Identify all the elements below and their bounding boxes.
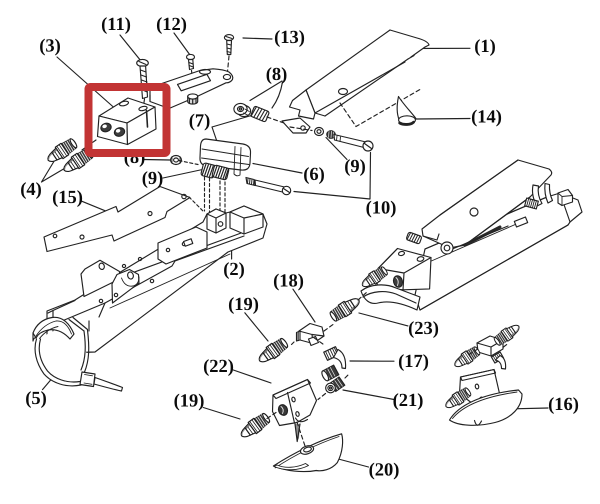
svg-text:(18): (18) [273,272,304,292]
svg-text:(13): (13) [274,28,305,48]
svg-text:(17): (17) [398,352,429,372]
svg-text:(3): (3) [39,37,61,57]
svg-text:(19): (19) [228,295,259,315]
svg-text:(2): (2) [223,260,245,280]
svg-text:(9): (9) [344,157,366,177]
svg-text:(12): (12) [156,15,187,35]
svg-text:(22): (22) [203,357,234,377]
svg-text:(6): (6) [303,165,325,185]
svg-text:(4): (4) [20,180,42,200]
svg-text:(20): (20) [369,461,400,481]
svg-text:(7): (7) [189,112,211,132]
svg-text:(10): (10) [366,199,397,219]
svg-text:(9): (9) [142,169,164,189]
svg-text:(14): (14) [471,108,502,128]
svg-text:(23): (23) [408,319,439,339]
svg-text:(11): (11) [101,15,131,35]
svg-text:(8): (8) [266,65,288,85]
svg-text:(21): (21) [393,391,424,411]
svg-text:(19): (19) [174,392,205,412]
svg-text:(5): (5) [25,389,47,409]
svg-text:(15): (15) [52,188,83,208]
svg-text:(1): (1) [474,37,496,57]
svg-text:(16): (16) [548,395,579,415]
